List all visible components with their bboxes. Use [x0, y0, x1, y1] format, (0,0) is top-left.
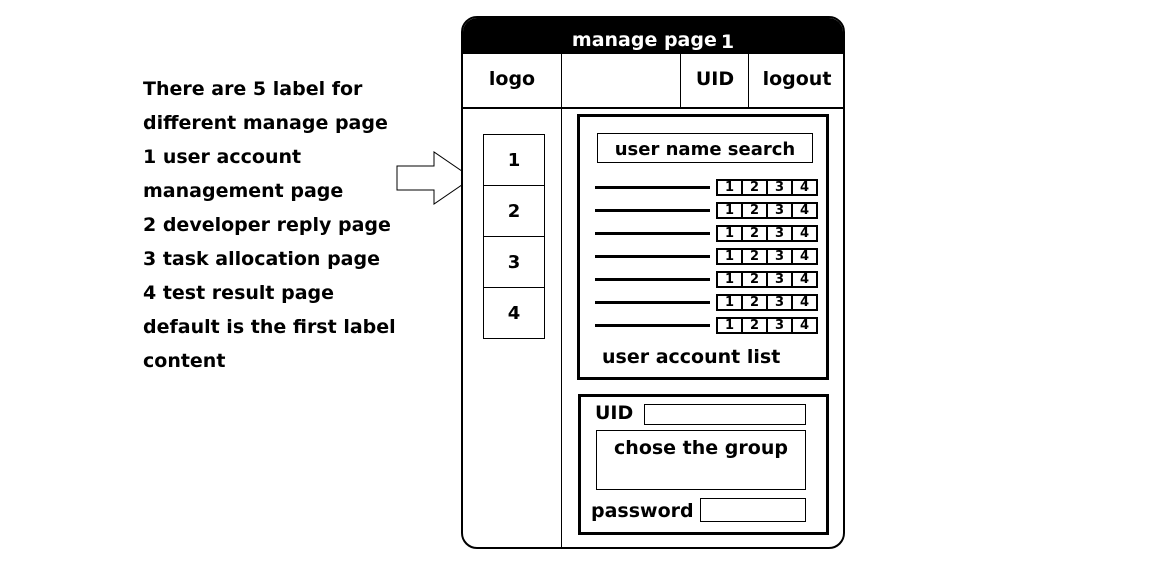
note-line: 4 test result page: [143, 282, 335, 304]
row-button-1[interactable]: 1: [718, 273, 743, 287]
window-title: manage page: [571, 29, 717, 51]
row-button-1[interactable]: 1: [718, 204, 743, 218]
row-button-3[interactable]: 3: [768, 319, 793, 333]
row-button-4[interactable]: 4: [799, 180, 810, 195]
row-button-1[interactable]: 1: [718, 250, 743, 264]
note-line: 2 developer reply page: [143, 214, 391, 236]
row-button-2[interactable]: 2: [743, 204, 768, 218]
user-name-placeholder: [595, 232, 710, 235]
row-button-4[interactable]: 4: [799, 295, 810, 310]
note-line: default is the first label: [143, 316, 396, 338]
note-line: content: [143, 350, 226, 372]
note-line: different manage page: [143, 112, 388, 134]
logout-button[interactable]: logout: [762, 68, 832, 90]
header-spacer: [562, 54, 680, 107]
group-select[interactable]: chose the group: [596, 430, 806, 490]
row-button-2[interactable]: 2: [743, 250, 768, 264]
uid-button[interactable]: UID: [695, 68, 735, 90]
row-button-4[interactable]: 4: [799, 318, 810, 333]
row-button-1[interactable]: 1: [718, 319, 743, 333]
password-field[interactable]: [700, 498, 806, 522]
tab-4[interactable]: 4: [507, 303, 521, 324]
row-button-2[interactable]: 2: [743, 319, 768, 333]
note-line: 3 task allocation page: [143, 248, 380, 270]
row-button-2[interactable]: 2: [743, 227, 768, 241]
row-button-1[interactable]: 1: [718, 296, 743, 310]
row-button-4[interactable]: 4: [799, 249, 810, 264]
row-button-2[interactable]: 2: [743, 296, 768, 310]
row-button-2[interactable]: 2: [743, 181, 768, 195]
logo: logo: [488, 68, 536, 90]
user-name-placeholder: [595, 301, 710, 304]
user-name-search-input[interactable]: user name search: [597, 133, 813, 163]
user-name-placeholder: [595, 255, 710, 258]
annotation-notes: There are 5 label for different manage p…: [143, 76, 433, 382]
row-button-3[interactable]: 3: [768, 296, 793, 310]
row-button-3[interactable]: 3: [768, 273, 793, 287]
row-button-4[interactable]: 4: [799, 226, 810, 241]
row-button-3[interactable]: 3: [768, 181, 793, 195]
note-line: management page: [143, 180, 344, 202]
row-button-1[interactable]: 1: [718, 227, 743, 241]
uid-label: UID: [595, 402, 634, 424]
tab-1[interactable]: 1: [484, 135, 544, 186]
user-name-placeholder: [595, 278, 710, 281]
note-line: There are 5 label for: [143, 78, 363, 100]
user-name-placeholder: [595, 186, 710, 189]
note-line: 1 user account: [143, 146, 302, 168]
row-button-4[interactable]: 4: [799, 272, 810, 287]
row-button-4[interactable]: 4: [799, 203, 810, 218]
user-form-panel: UID chose the group password: [578, 394, 829, 535]
user-name-placeholder: [595, 209, 710, 212]
row-button-3[interactable]: 3: [768, 250, 793, 264]
row-button-2[interactable]: 2: [743, 273, 768, 287]
sidebar-divider: [561, 109, 562, 547]
user-name-placeholder: [595, 324, 710, 327]
row-button-3[interactable]: 3: [768, 204, 793, 218]
header-bar: logo UID logout: [463, 54, 843, 109]
row-button-1[interactable]: 1: [718, 181, 743, 195]
password-label: password: [591, 500, 694, 522]
pointer-arrow-icon: [396, 151, 473, 205]
tab-2[interactable]: 2: [484, 186, 544, 237]
user-account-list-caption: user account list: [602, 346, 781, 368]
page-number: 1: [720, 31, 735, 53]
tab-3[interactable]: 3: [484, 237, 544, 288]
uid-field[interactable]: [644, 404, 806, 425]
row-button-3[interactable]: 3: [768, 227, 793, 241]
tab-list: 1 2 3 4: [483, 134, 545, 339]
